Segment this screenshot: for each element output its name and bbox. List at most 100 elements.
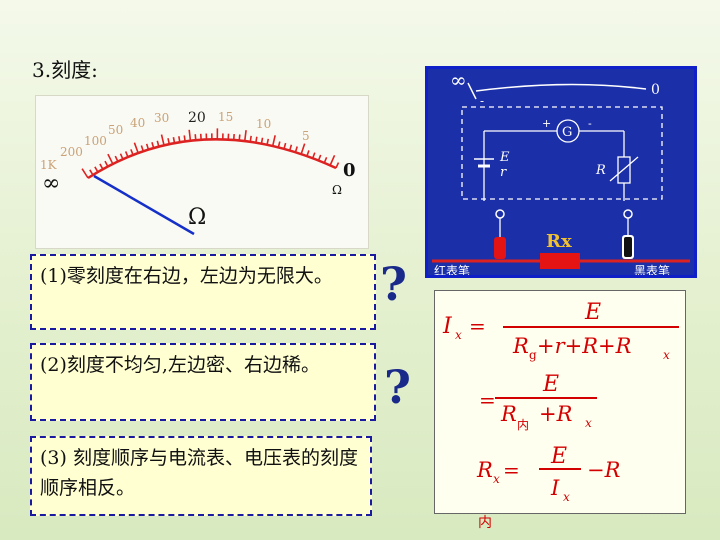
scale-tick [188,129,192,141]
scale-tick [294,146,298,153]
dial-drawing: 1K 200 100 50 40 30 20 15 10 5 0 Ω ∞ Ω [40,110,356,236]
den2-rest: +R [539,402,573,426]
scale-tick [238,134,241,141]
scale-tick [151,142,155,149]
scale-tick [130,149,134,156]
subscript-nei-below: 内 [478,515,492,531]
scale-tick [271,135,276,147]
scale-tick [94,166,99,173]
tick-label-50: 50 [108,123,123,137]
scale-tick [260,137,264,144]
den3-i: I [550,476,560,500]
scale-tick [266,138,270,145]
circuit-needle [467,82,477,100]
scale-tick [172,137,176,144]
scale-tick [255,136,258,143]
scale-tick [300,143,306,155]
variable-resistor-arrow [609,156,639,182]
ohm-large-label: Ω [188,205,206,230]
red-probe-label: 红表笔 [434,263,470,275]
scale-tick [124,151,129,158]
meter-needle [93,174,195,236]
circuit-minus-top: - [480,94,484,108]
note-uneven-scale: (2)刻度不均匀,左边密、右边稀。 [30,343,376,421]
scale-tick [317,154,322,161]
den3-i-sub: x [563,490,570,504]
tick-label-30: 30 [154,111,169,125]
eq-3: = [503,458,520,482]
zero-label: 0 [343,160,356,181]
ix-lhs-sub: x [455,328,462,342]
ohmmeter-circuit: ∞ 0 - G + - E r R Rx 红表笔 黑表笔 [425,66,697,278]
scale-tick [323,157,328,164]
circuit-infinity-label: ∞ [450,69,467,92]
question-mark-2: ? [384,360,411,414]
rx-resistor [540,253,580,269]
formula-drawing: I x = E R g +r+R+R x = E R 内 +R x R x = … [442,300,679,504]
scale-arc [87,138,337,180]
den1-r-sub: g [529,348,537,362]
scale-tick [140,145,145,152]
scale-tick [183,135,186,142]
scale-tick [243,130,247,142]
scale-tick [133,142,139,154]
eq-1: = [469,314,486,338]
ohm-small-label: Ω [332,183,342,197]
formula-box: I x = E R g +r+R+R x = E R 内 +R x R x = … [434,290,686,514]
note-zero-scale: (1)零刻度在右边，左边为无限大。 [30,254,376,330]
scale-tick [145,143,150,150]
eq-2: = [479,388,496,412]
galvanometer-label: G [562,125,572,140]
tick-label-5: 5 [302,129,310,143]
terminal-right [623,209,633,219]
tick-label-10: 10 [256,117,271,131]
scale-tick [104,160,109,167]
rx-label: Rx [546,231,572,252]
scale-tick [160,134,165,146]
den2-r: R [500,402,517,426]
terminal-left [495,209,505,219]
scale-tick [249,135,252,142]
den1-rest: +r+R+R [537,334,632,358]
minus-r-term: −R [587,458,621,482]
scale-tick [306,150,310,157]
scale-ticks [81,128,340,179]
circuit-zero-label: 0 [651,82,660,98]
scale-labels: 1K 200 100 50 40 30 20 15 10 5 [40,110,310,172]
scale-tick [81,168,89,179]
tick-label-200: 200 [60,145,83,159]
scale-tick [167,138,171,145]
infinity-label: ∞ [42,171,60,196]
black-probe-label: 黑表笔 [634,263,670,275]
scale-tick [156,140,160,147]
scale-tick [288,144,293,151]
circuit-scale-arc [475,83,647,92]
meter-housing-outline [461,106,663,200]
ix-lhs: I [442,314,453,339]
circuit-drawing: ∞ 0 - G + - E r R Rx 红表笔 黑表笔 [432,69,690,275]
scale-tick [119,153,124,160]
slide-title: 3.刻度: [32,58,98,82]
scale-tick [107,153,114,165]
tick-label-100: 100 [84,134,107,148]
tick-label-20: 20 [188,110,206,126]
ohmmeter-dial: 1K 200 100 50 40 30 20 15 10 5 0 Ω ∞ Ω [35,95,369,249]
den1-r: R [512,334,529,358]
variable-resistor [617,156,631,184]
black-probe-body [624,237,632,257]
scale-tick [194,134,197,141]
red-probe-tip [494,237,506,259]
den2-r-sub: 内 [517,418,529,432]
emf-label: E [499,150,510,165]
galvanometer-minus: - [588,117,592,130]
galvanometer-symbol [556,119,580,143]
internal-r-label: r [500,165,507,180]
scale-tick [99,163,104,170]
scale-tick [89,169,94,176]
rx-lhs: R [476,458,493,482]
resistor-label: R [595,163,606,178]
den2-rest-sub: x [585,416,592,430]
tick-label-1k: 1K [40,158,58,172]
numerator-1: E [584,300,601,325]
scale-tick [283,142,287,150]
